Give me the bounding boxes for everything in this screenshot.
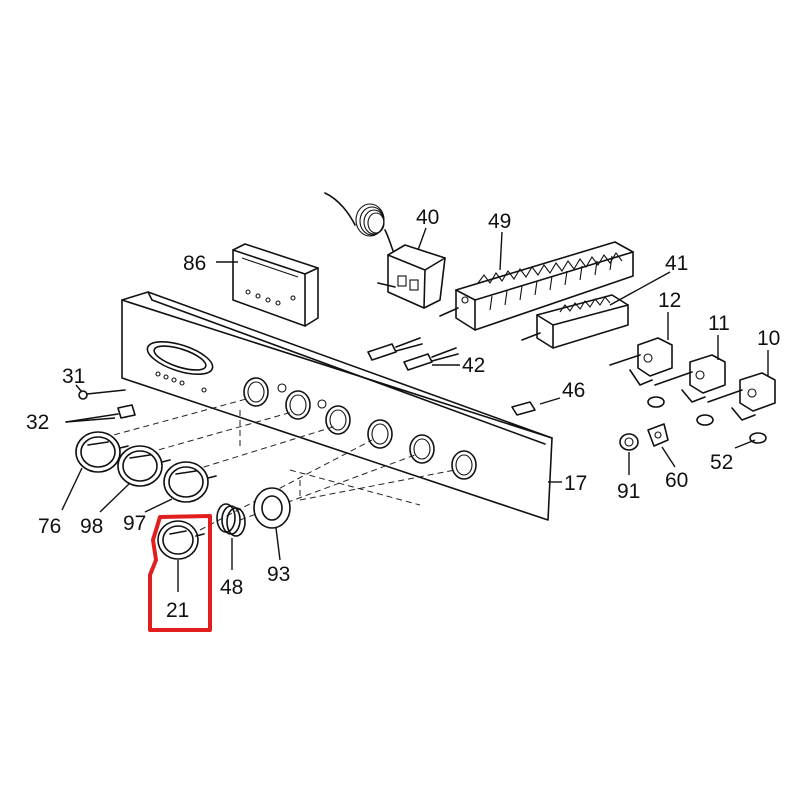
label-32: 32 [26, 411, 49, 434]
label-42: 42 [462, 354, 485, 377]
label-10: 10 [757, 327, 780, 350]
label-17: 17 [564, 472, 587, 495]
knob-76[interactable] [61, 431, 129, 511]
timer-module[interactable] [232, 243, 319, 327]
clip-46[interactable] [511, 397, 561, 416]
label-40: 40 [416, 206, 439, 229]
label-11: 11 [708, 312, 730, 335]
neon-lamp-31[interactable] [75, 384, 126, 400]
label-93: 93 [267, 563, 290, 586]
label-21: 21 [166, 599, 189, 622]
label-46: 46 [562, 379, 585, 402]
highlight-frame [148, 514, 212, 632]
label-86: 86 [183, 252, 206, 275]
selector-switch-small[interactable] [521, 294, 629, 349]
label-52: 52 [710, 451, 733, 474]
knob-97[interactable] [144, 461, 217, 513]
label-31: 31 [62, 365, 85, 388]
thermostat[interactable] [324, 192, 446, 309]
gas-tap-10[interactable] [707, 350, 776, 421]
label-76: 76 [38, 515, 61, 538]
label-91: 91 [617, 480, 640, 503]
label-48: 48 [220, 576, 243, 599]
control-panel[interactable] [121, 291, 553, 521]
label-97: 97 [123, 512, 146, 535]
knob-98[interactable] [99, 445, 171, 513]
bush-91[interactable] [619, 433, 639, 475]
leader-lines [216, 227, 503, 271]
label-12: 12 [658, 289, 681, 312]
knob-21[interactable] [157, 520, 205, 592]
label-49: 49 [488, 210, 511, 233]
part-labels: 40 49 86 41 12 11 10 31 42 46 32 52 17 9… [26, 206, 780, 622]
selector-switch-large[interactable] [439, 241, 634, 331]
bracket-60[interactable] [647, 423, 676, 468]
bezel-ring-93[interactable] [253, 487, 291, 561]
washer-52[interactable] [647, 396, 767, 449]
neon-lamp-32[interactable] [65, 404, 136, 423]
leader-41 [609, 271, 671, 306]
label-41: 41 [665, 252, 688, 275]
label-60: 60 [665, 469, 688, 492]
spring-48[interactable] [216, 503, 246, 570]
label-98: 98 [80, 515, 103, 538]
gas-tap-12[interactable] [609, 312, 673, 386]
gas-tap-11[interactable] [654, 335, 726, 403]
indicator-lamps-42[interactable] [367, 337, 460, 371]
